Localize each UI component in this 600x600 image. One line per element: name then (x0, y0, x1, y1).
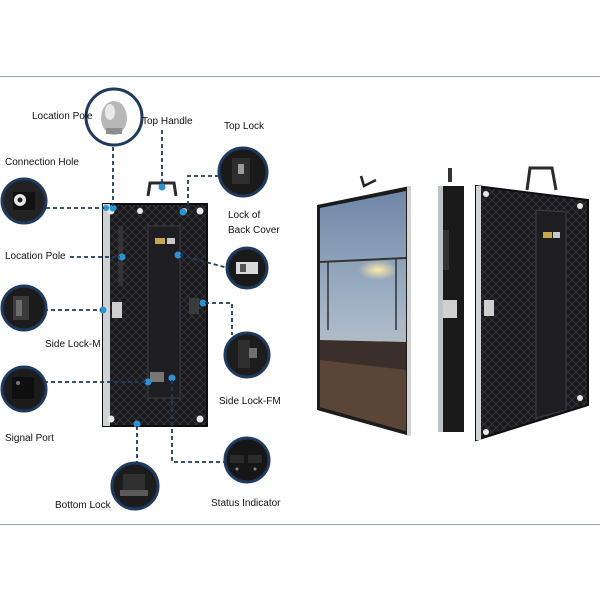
corner-bolt (107, 415, 115, 423)
dot-signal-port (144, 378, 152, 386)
leader-status-indicator (171, 380, 230, 463)
front-handle (359, 175, 377, 188)
side-lock-plate (112, 302, 122, 318)
side-latch (443, 300, 457, 318)
signal-port-plug (150, 372, 164, 382)
back-port (553, 232, 560, 238)
back-bolt (577, 203, 583, 209)
side-edge (438, 186, 443, 432)
back-side-edge (476, 186, 481, 440)
dot-top-lock (179, 208, 187, 216)
label-connection-hole: Connection Hole (5, 157, 79, 168)
front-edge (407, 186, 411, 436)
leader-back-cover (179, 254, 229, 269)
back-handle (525, 166, 558, 191)
leader-lines (44, 130, 233, 463)
dot-top-handle (158, 183, 166, 191)
dot-connection-hole (103, 205, 109, 211)
back-control-box (535, 209, 567, 419)
corner-bolt (196, 207, 204, 215)
audience-area (320, 360, 406, 431)
label-bottom-lock: Bottom Lock (55, 500, 111, 511)
back-bolt (577, 395, 583, 401)
status-led (155, 238, 165, 244)
label-back-cover-line1: Lock of (228, 210, 261, 221)
callout-circles (0, 87, 271, 511)
cabinet-side-edge (103, 204, 110, 426)
dot-side-lock-fm (199, 299, 207, 307)
callout-side-lock-fm (223, 331, 271, 379)
dot-side-lock-m (99, 306, 107, 314)
label-side-lock-m: Side Lock-M (45, 339, 101, 350)
annotated-cabinet (102, 181, 208, 427)
dot-status-indicator (168, 374, 176, 382)
dot-bottom-lock (133, 420, 141, 428)
back-bolt (483, 429, 489, 435)
dot-location-pole-top (109, 204, 117, 212)
back-view (475, 166, 589, 442)
label-top-lock: Top Lock (224, 121, 265, 132)
callout-back-cover-lock (225, 246, 269, 290)
side-rail (443, 230, 449, 270)
stage-lights (358, 260, 398, 280)
side-view (438, 168, 464, 432)
label-location-pole-left: Location Pole (5, 251, 66, 262)
callout-connection-hole (0, 177, 48, 225)
callout-top-lock (217, 146, 269, 198)
callout-location-pole-top (84, 87, 144, 147)
label-side-lock-fm: Side Lock-FM (219, 396, 281, 407)
label-status-indicator: Status Indicator (211, 498, 281, 509)
dot-back-cover (174, 251, 182, 259)
bottom-rule (0, 524, 600, 525)
back-status-led (543, 232, 552, 238)
side-handle (448, 168, 452, 182)
back-bolt (483, 191, 489, 197)
label-back-cover-line2: Back Cover (228, 225, 280, 236)
leader-top-lock (187, 175, 226, 210)
stage-truss (319, 257, 407, 263)
front-screen-view (317, 175, 411, 436)
label-location-pole-top: Location Pole (32, 111, 93, 122)
corner-bolt (196, 415, 204, 423)
stage-pillars (327, 258, 397, 330)
top-rule (0, 76, 600, 77)
port-top (167, 238, 175, 244)
leader-side-lock-fm (205, 302, 233, 335)
back-side-lock (484, 300, 494, 316)
callout-status-indicator (223, 436, 271, 484)
callout-side-lock-m (0, 284, 48, 332)
label-signal-port: Signal Port (5, 433, 54, 444)
side-lock-fm-plate (189, 298, 199, 314)
callout-dots (99, 183, 207, 428)
callout-bottom-lock (110, 461, 160, 511)
dot-location-pole-left (118, 253, 126, 261)
label-top-handle: Top Handle (142, 116, 193, 127)
corner-bolt (137, 208, 143, 214)
callout-signal-port (0, 365, 48, 413)
